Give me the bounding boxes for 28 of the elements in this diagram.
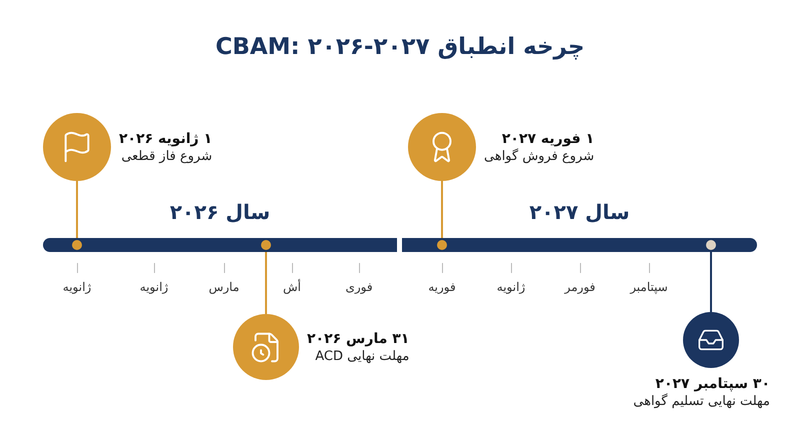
connector-line bbox=[710, 250, 712, 312]
connector-line bbox=[76, 181, 78, 240]
milestone-description: شروع فاز قطعی bbox=[120, 148, 212, 164]
month-label: ژانویه bbox=[140, 280, 168, 294]
timeline-dot bbox=[706, 240, 716, 250]
timeline-dot bbox=[261, 240, 271, 250]
month-label: فوری bbox=[345, 280, 373, 294]
milestone-description: مهلت نهایی ACD bbox=[314, 348, 410, 364]
connector-line bbox=[265, 250, 267, 314]
year-label: سال ۲۰۲۷ bbox=[528, 200, 631, 224]
month-label: سپتامبر bbox=[630, 280, 668, 294]
milestone-date: ۳۰ سپتامبر ۲۰۲۷ bbox=[654, 376, 770, 392]
milestone-description: شروع فروش گواهی bbox=[484, 148, 594, 164]
month-label: ژانویه bbox=[62, 280, 92, 294]
month-label: أش bbox=[283, 280, 301, 294]
milestone-date: ۱ فوریه ۲۰۲۷ bbox=[500, 130, 594, 146]
timeline-dot bbox=[72, 240, 82, 250]
connector-line bbox=[441, 181, 443, 240]
month-label: فورمر bbox=[564, 280, 596, 294]
month-label: فوریه bbox=[428, 280, 456, 294]
milestone-date: ۱ ژانویه ۲۰۲۶ bbox=[119, 130, 212, 146]
month-label: مارس bbox=[208, 280, 240, 294]
milestone-date: ۳۱ مارس ۲۰۲۶ bbox=[307, 330, 410, 346]
timeline-dot bbox=[437, 240, 447, 250]
year-label: سال ۲۰۲۶ bbox=[168, 200, 272, 224]
diagram-title: چرخه انطباق CBAM: ۲۰۲۶-۲۰۲۷ bbox=[214, 34, 586, 60]
month-label: ژانویه bbox=[496, 280, 526, 294]
milestone-description: مهلت نهایی تسلیم گواهی bbox=[633, 394, 770, 409]
